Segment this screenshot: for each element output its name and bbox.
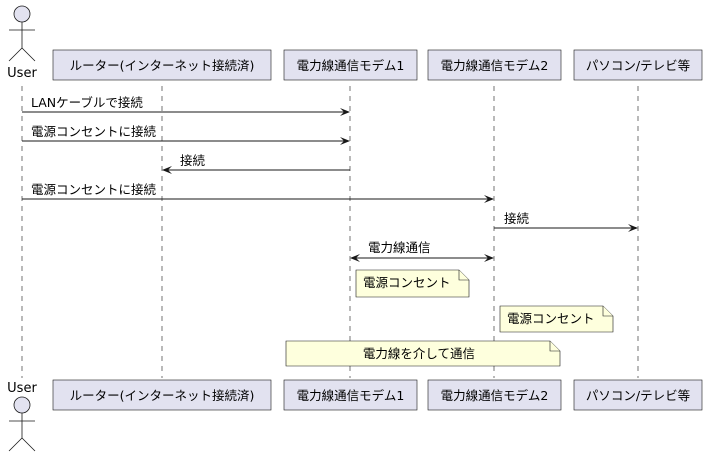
participant-router-bottom: ルーター(インターネット接続済)	[52, 379, 272, 411]
note-over-both: 電力線を介して通信	[285, 340, 561, 367]
participant-box	[573, 379, 703, 411]
participant-box	[52, 379, 272, 411]
note-label: 電源コンセント	[363, 275, 451, 290]
message-label: 電力線通信	[368, 240, 431, 255]
message-label: 接続	[504, 211, 530, 226]
participant-box	[283, 379, 418, 411]
participant-pc-top: パソコン/テレビ等	[573, 49, 703, 81]
participant-modem1-bottom: 電力線通信モデム1	[283, 379, 418, 411]
participant-box	[52, 49, 272, 81]
note-modem2: 電源コンセント	[499, 305, 614, 333]
note-shape	[285, 340, 561, 367]
message-label: 電源コンセントに接続	[31, 182, 157, 197]
message-5: 接続	[494, 211, 638, 232]
message-label: 接続	[180, 153, 206, 168]
participant-box	[427, 379, 562, 411]
participant-modem1-top: 電力線通信モデム1	[283, 49, 418, 81]
message-3: 接続	[162, 153, 350, 174]
participant-box	[283, 49, 418, 81]
actor-user-bottom: User	[7, 381, 37, 452]
actor-head	[13, 5, 31, 23]
note-modem1: 電源コンセント	[355, 269, 470, 298]
actor-user-top: User	[7, 5, 37, 81]
participant-box	[573, 49, 703, 81]
message-label: LANケーブルで接続	[31, 95, 143, 110]
participant-label: パソコン/テレビ等	[586, 388, 690, 403]
participant-label: 電力線通信モデム2	[441, 58, 549, 73]
message-6: 電力線通信	[350, 240, 494, 262]
message-2: 電源コンセントに接続	[22, 124, 350, 145]
message-1: LANケーブルで接続	[22, 95, 350, 116]
participant-label: 電力線通信モデム1	[297, 58, 405, 73]
participant-router-top: ルーター(インターネット接続済)	[52, 49, 272, 81]
note-shape	[499, 305, 614, 333]
note-shape	[355, 269, 470, 298]
participant-label: パソコン/テレビ等	[586, 58, 690, 73]
participant-label: 電力線通信モデム2	[441, 388, 549, 403]
participant-label: ルーター(インターネット接続済)	[70, 388, 255, 403]
participant-pc-bottom: パソコン/テレビ等	[573, 379, 703, 411]
actor-name-bottom: User	[7, 381, 37, 396]
note-label: 電力線を介して通信	[363, 346, 475, 361]
actor-name-top: User	[7, 66, 37, 81]
participant-modem2-bottom: 電力線通信モデム2	[427, 379, 562, 411]
participant-box	[427, 49, 562, 81]
participant-label: ルーター(インターネット接続済)	[70, 58, 255, 73]
message-label: 電源コンセントに接続	[31, 124, 157, 139]
participant-modem2-top: 電力線通信モデム2	[427, 49, 562, 81]
note-label: 電源コンセント	[507, 311, 595, 326]
actor-head	[13, 396, 31, 414]
participant-label: 電力線通信モデム1	[297, 388, 405, 403]
message-4: 電源コンセントに接続	[22, 182, 494, 203]
